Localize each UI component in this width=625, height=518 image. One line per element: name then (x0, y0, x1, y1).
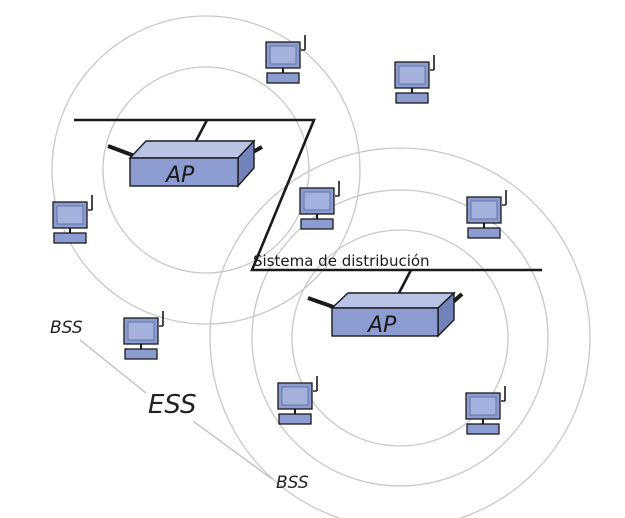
bss-label-bottom: BSS (276, 473, 309, 493)
access-point-right: AP (307, 291, 464, 338)
ess-to-bss-pointer (192, 420, 273, 480)
bss-coverage-left (51, 15, 361, 325)
ap-left-drop (194, 119, 209, 142)
computer-monitor-icon (265, 34, 306, 84)
access-point-label: AP (366, 313, 397, 338)
computer-monitor-icon (52, 194, 93, 244)
station-left (52, 194, 93, 244)
access-point-label: AP (164, 163, 195, 188)
backbone-line (74, 118, 542, 272)
ess-label: ESS (148, 390, 197, 420)
coverage-ring (51, 15, 361, 325)
station-top-center (265, 34, 306, 84)
access-point-top (128, 140, 256, 159)
distribution-system-wire (74, 118, 542, 294)
computer-monitor-icon (123, 310, 164, 360)
station-right (466, 189, 507, 239)
computer-monitor-icon (466, 189, 507, 239)
coverage-ring (251, 189, 549, 487)
computer-monitor-icon (394, 54, 435, 104)
coverage-ring (102, 66, 310, 274)
computer-monitor-icon (277, 375, 318, 425)
access-point-front (129, 157, 239, 187)
computer-monitor-icon (299, 180, 340, 230)
distribution-system-label: Sistema de distribución (253, 252, 430, 270)
station-lower-left (123, 310, 164, 360)
bss-to-ess-pointer (79, 339, 147, 394)
access-point-front (331, 307, 439, 337)
bss-coverage-right (209, 147, 591, 518)
computer-monitor-icon (465, 385, 506, 435)
station-bottom-right (465, 385, 506, 435)
coverage-ring (209, 147, 591, 518)
access-point-top (330, 292, 456, 309)
station-middle (299, 180, 340, 230)
access-point-left: AP (107, 139, 263, 188)
ap-right-drop (397, 269, 413, 294)
station-top-right (394, 54, 435, 104)
station-bottom-center (277, 375, 318, 425)
bss-label-top: BSS (50, 318, 83, 338)
coverage-ring (291, 229, 509, 447)
